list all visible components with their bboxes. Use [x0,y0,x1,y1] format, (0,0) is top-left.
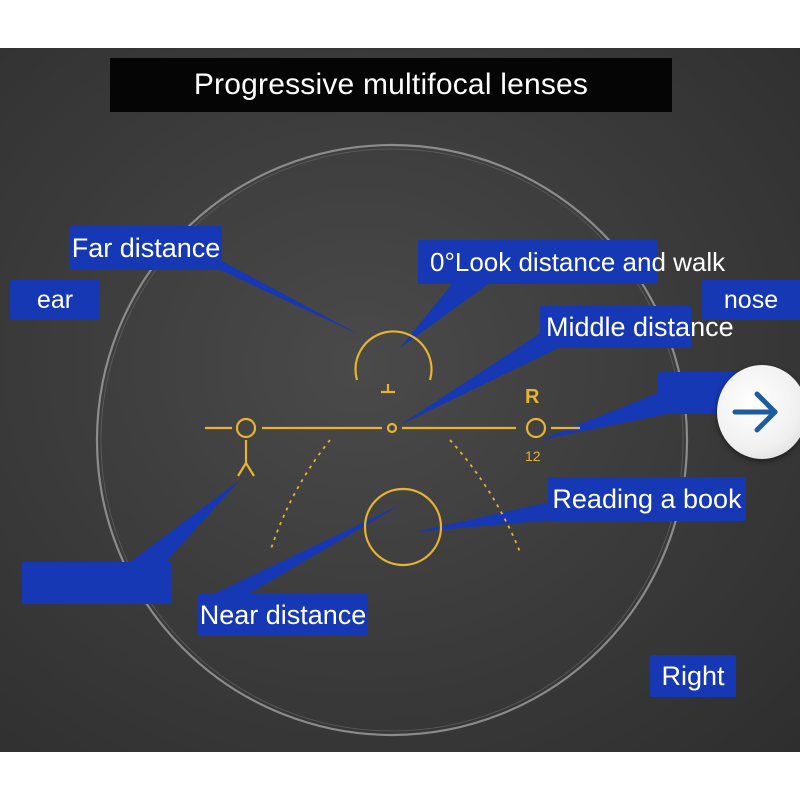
right-label: Right [650,655,736,697]
far-distance-label: Far distance [70,226,222,270]
left-engraving-circle [235,417,257,439]
left-stem-marker [237,440,255,477]
corridor-right [449,439,521,553]
reading-label: Reading a book [548,477,746,521]
corridor-left [269,439,331,553]
arrow-right-icon [732,391,778,433]
right-marker-pointer [540,392,676,440]
next-arrow-button[interactable] [717,365,800,459]
ear-marker-pointer [130,480,240,566]
page-title: Progressive multifocal lenses [110,58,672,112]
near-zone-circle [363,487,443,567]
near-distance-pointer [205,505,400,602]
lens-diagram: R 12 [95,143,689,737]
near-distance-label: Near distance [198,594,368,636]
engraving-number: 12 [525,448,541,464]
middle-distance-pointer [400,330,575,425]
prism-reference-point [386,422,398,434]
lens-markings [205,330,580,567]
middle-distance-label: Middle distance [540,306,734,348]
reading-pointer [415,502,552,532]
nose-label: nose [702,280,800,320]
eye-letter: R [525,386,540,408]
right-engraving-circle [525,417,547,439]
ear-marker-label [22,562,172,604]
lens-inner-sheen [100,148,684,732]
lens-outline [95,143,689,737]
ear-label: ear [10,280,100,320]
look-distance-label: 0°Look distance and walk [418,240,725,284]
far-zone-arc [354,330,433,381]
far-distance-pointer [188,255,360,335]
